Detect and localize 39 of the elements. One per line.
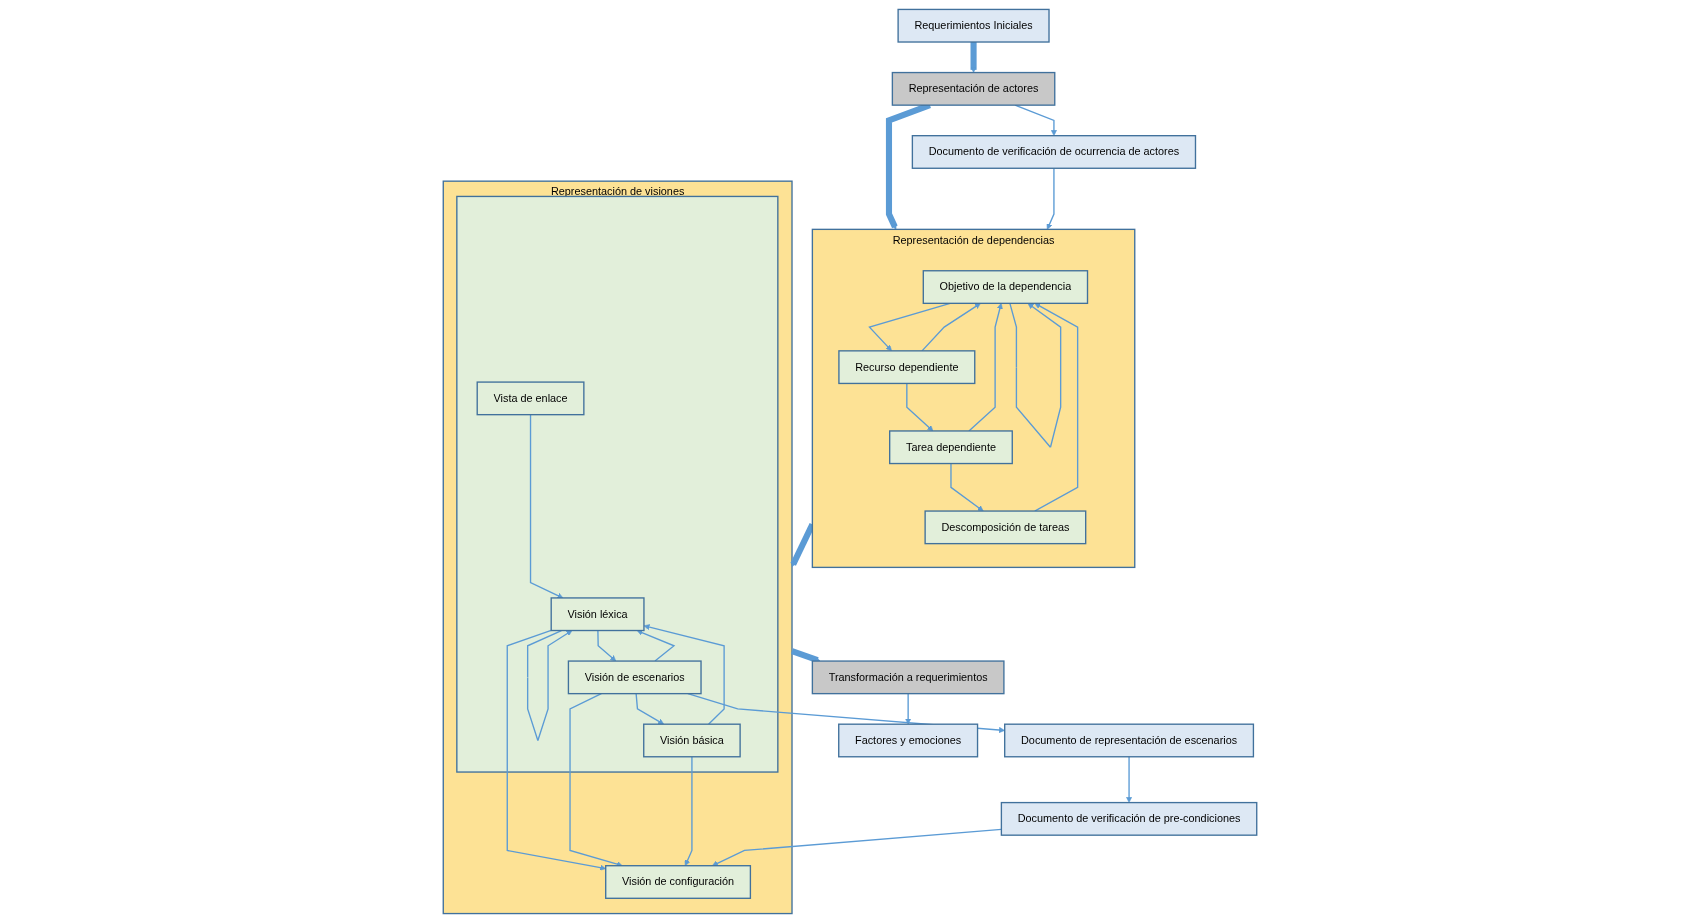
arrow [1008, 302, 1061, 448]
arrow [1046, 167, 1055, 230]
arrow [568, 692, 623, 867]
node-box: Visión básica [642, 723, 741, 757]
arrow [684, 755, 693, 866]
arrow [1125, 755, 1132, 803]
node-box: Tarea dependiente [888, 429, 1013, 464]
node-box: Requerimientos Iniciales [896, 8, 1050, 43]
arrow [949, 462, 984, 511]
cluster [455, 195, 778, 773]
node-box: Visión de escenarios [567, 659, 702, 694]
arrow [529, 413, 563, 598]
arrow [789, 522, 815, 567]
node-box: Documento de verificación de ocurrencia de actores [911, 134, 1196, 169]
node-box: Transformación a requerimientos [811, 659, 1005, 694]
node-box: Documento de representación de escenarios [1003, 723, 1254, 757]
node-box: Visión de configuración [604, 864, 751, 899]
arrow [643, 623, 725, 725]
arrow [1033, 302, 1078, 512]
arrow [790, 647, 820, 663]
arrow [867, 302, 951, 351]
arrow [636, 629, 675, 662]
arrow [920, 302, 981, 352]
arrow [967, 302, 1003, 432]
node-box: Factores y emociones [837, 723, 978, 757]
arrow [905, 382, 933, 431]
arrow [596, 629, 616, 661]
node-box: Visión léxica [550, 596, 645, 631]
arrow [526, 629, 572, 741]
node-box: Descomposición de tareas [923, 509, 1086, 544]
node-box: Vista de enlace [476, 380, 585, 415]
arrow [634, 692, 664, 724]
arrow [506, 629, 606, 871]
node-box: Documento de verificación de pre-condiciones [1000, 801, 1257, 836]
arrow [904, 692, 911, 724]
node-box: Objetivo de la dependencia [922, 269, 1088, 304]
node-box: Recurso dependiente [837, 349, 975, 384]
arrow [970, 41, 977, 73]
node-box: Representación de actores [891, 71, 1055, 106]
